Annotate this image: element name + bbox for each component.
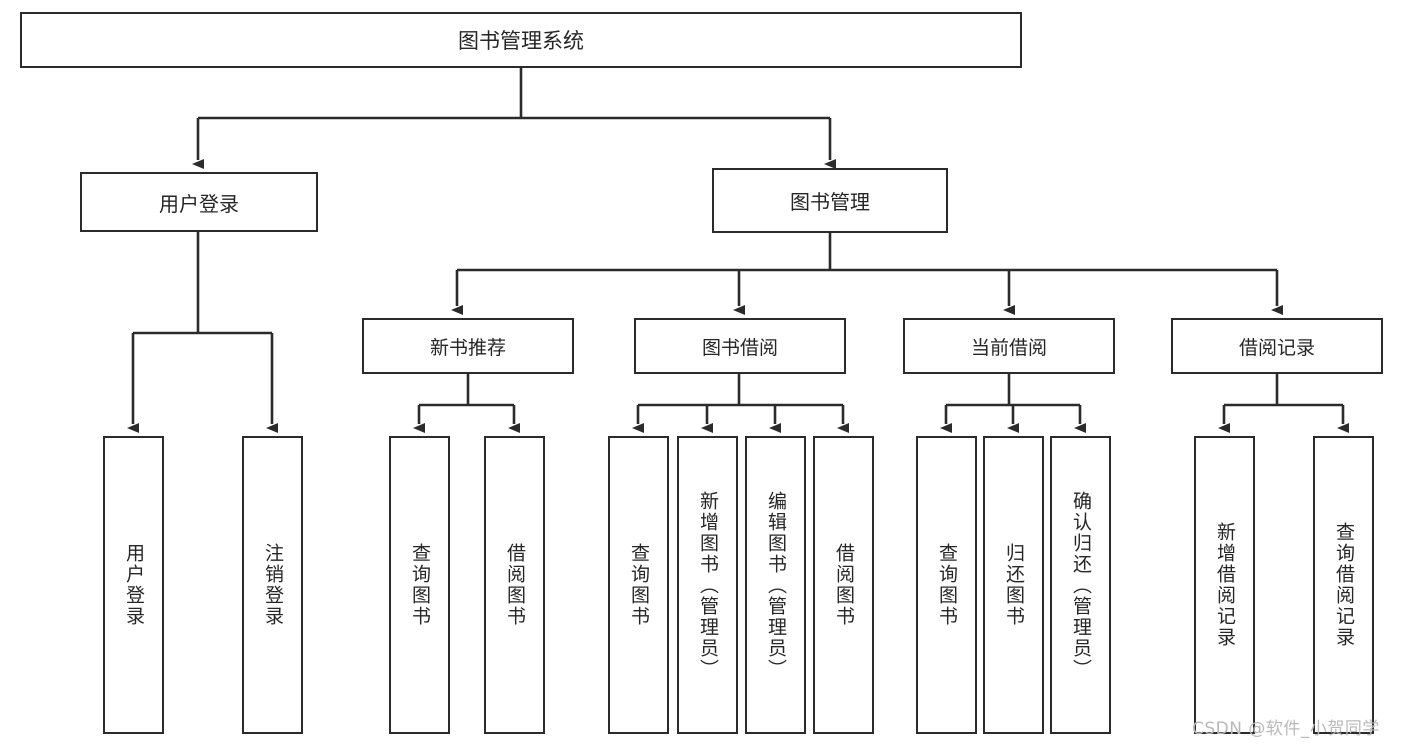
leaf-query-book-borrow-label: 查询图书 [628, 543, 650, 627]
leaf-return-book-label: 归还图书 [1003, 543, 1025, 627]
node-book-management[interactable]: 图书管理 [712, 168, 948, 233]
leaf-logout[interactable]: 注销登录 [242, 436, 303, 734]
leaf-return-book[interactable]: 归还图书 [983, 436, 1044, 734]
node-borrow-record[interactable]: 借阅记录 [1171, 318, 1383, 374]
leaf-borrow-book-label: 借阅图书 [833, 543, 855, 627]
node-new-book-recommend-label: 新书推荐 [429, 336, 506, 359]
watermark: CSDN @软件_小贺同学 [1192, 719, 1380, 739]
node-borrow-record-label: 借阅记录 [1238, 336, 1315, 359]
node-new-book-recommend[interactable]: 新书推荐 [362, 318, 574, 374]
node-user-login-label: 用户登录 [159, 191, 239, 216]
node-book-borrow[interactable]: 图书借阅 [634, 318, 846, 374]
leaf-borrow-book-recommend[interactable]: 借阅图书 [484, 436, 545, 734]
leaf-confirm-return-admin-label: 确认归还（管理员） [1070, 490, 1092, 680]
leaf-edit-book-admin[interactable]: 编辑图书（管理员） [745, 436, 806, 734]
leaf-query-borrow-record-label: 查询借阅记录 [1333, 522, 1355, 648]
node-current-borrow-label: 当前借阅 [970, 336, 1047, 359]
node-user-login[interactable]: 用户登录 [80, 172, 318, 232]
leaf-user-login-label: 用户登录 [123, 543, 145, 627]
leaf-add-borrow-record[interactable]: 新增借阅记录 [1194, 436, 1255, 734]
node-book-management-label: 图书管理 [790, 190, 870, 214]
leaf-query-book-recommend[interactable]: 查询图书 [389, 436, 450, 734]
leaf-add-book-admin[interactable]: 新增图书（管理员） [677, 436, 738, 734]
leaf-logout-label: 注销登录 [262, 543, 284, 627]
node-root-label: 图书管理系统 [458, 29, 584, 53]
node-root[interactable]: 图书管理系统 [20, 12, 1022, 68]
leaf-borrow-book-recommend-label: 借阅图书 [504, 543, 526, 627]
leaf-add-book-admin-label: 新增图书（管理员） [697, 490, 719, 680]
leaf-query-book-current[interactable]: 查询图书 [916, 436, 977, 734]
leaf-query-book-recommend-label: 查询图书 [409, 543, 431, 627]
leaf-add-borrow-record-label: 新增借阅记录 [1214, 522, 1236, 648]
leaf-confirm-return-admin[interactable]: 确认归还（管理员） [1050, 436, 1111, 734]
node-book-borrow-label: 图书借阅 [701, 336, 778, 359]
leaf-query-book-current-label: 查询图书 [936, 543, 958, 627]
leaf-borrow-book[interactable]: 借阅图书 [813, 436, 874, 734]
node-current-borrow[interactable]: 当前借阅 [903, 318, 1115, 374]
leaf-edit-book-admin-label: 编辑图书（管理员） [765, 490, 787, 680]
leaf-user-login[interactable]: 用户登录 [103, 436, 164, 734]
leaf-query-borrow-record[interactable]: 查询借阅记录 [1313, 436, 1374, 734]
leaf-query-book-borrow[interactable]: 查询图书 [608, 436, 669, 734]
